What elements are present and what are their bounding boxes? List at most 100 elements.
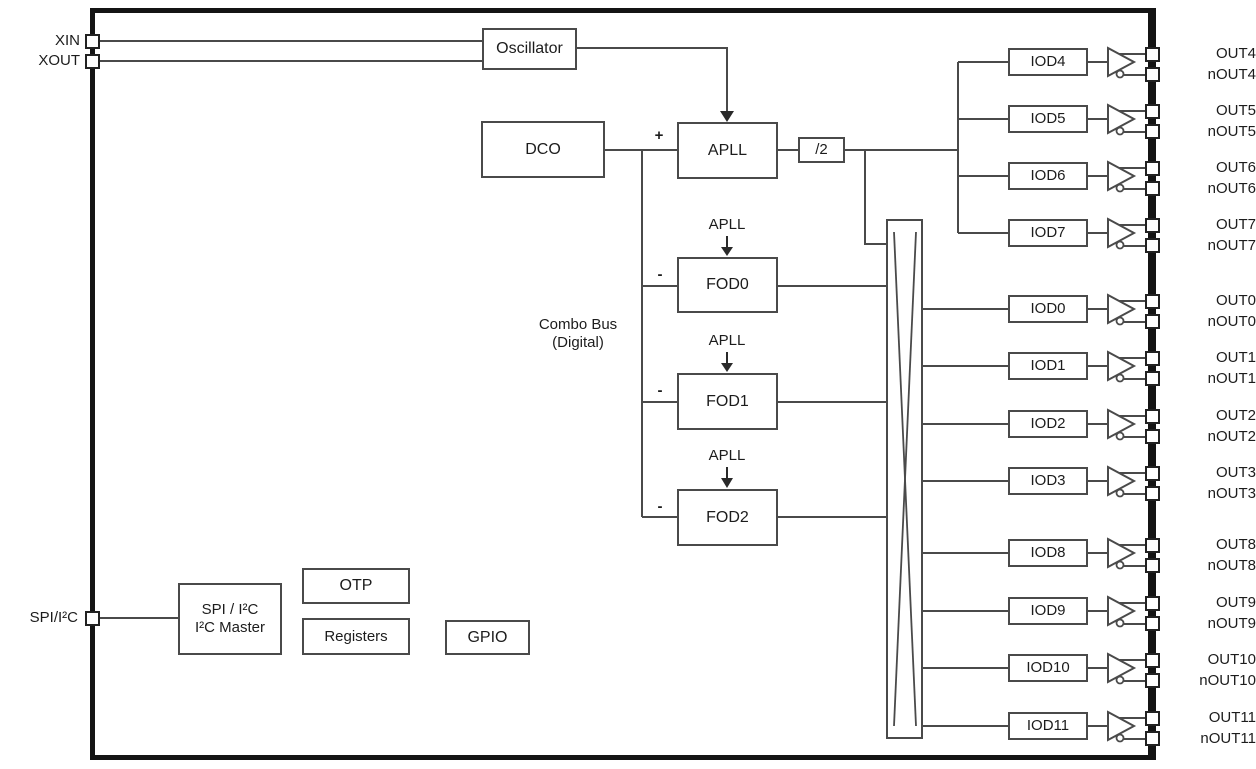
out8-label: OUT8 (1215, 536, 1256, 553)
iod7-label: IOD7 (1030, 224, 1066, 241)
iod8-block: IOD8 (1008, 539, 1088, 567)
iod11-label: IOD11 (1026, 717, 1070, 734)
spi-i2c-block: SPI / I²C I²C Master (178, 583, 282, 655)
xin-pin (85, 34, 100, 49)
out-pin (1145, 104, 1160, 119)
iod1-block: IOD1 (1008, 352, 1088, 380)
output-channel-10-wiring (922, 652, 1160, 688)
out-pin (1145, 711, 1160, 726)
nout-pin (1145, 616, 1160, 631)
out-pin (1145, 218, 1160, 233)
iod9-label: IOD9 (1030, 602, 1066, 619)
nout0-label: nOUT0 (1207, 313, 1256, 330)
output-channel-5-wiring (922, 350, 1160, 386)
output-channel-8-wiring (922, 537, 1160, 573)
out-pin (1145, 161, 1160, 176)
inverter-bubble-icon (1115, 733, 1125, 743)
nout5-label: nOUT5 (1207, 123, 1256, 140)
out9-label: OUT9 (1215, 594, 1256, 611)
inverter-bubble-icon (1115, 69, 1125, 79)
nout11-label: nOUT11 (1200, 730, 1256, 747)
nout-pin (1145, 371, 1160, 386)
output-channel-9-wiring (922, 595, 1160, 631)
nout7-label: nOUT7 (1207, 237, 1256, 254)
output-buffer-icon (1107, 160, 1137, 192)
inverter-bubble-icon (1115, 431, 1125, 441)
output-buffer-icon (1107, 350, 1137, 382)
xout-pin (85, 54, 100, 69)
iod0-label: IOD0 (1030, 300, 1066, 317)
registers-block: Registers (302, 618, 410, 655)
inverter-bubble-icon (1115, 240, 1125, 250)
wire-osc-to-apll (577, 47, 728, 112)
out-pin (1145, 351, 1160, 366)
iod3-label: IOD3 (1030, 472, 1066, 489)
fod1-block: FOD1 (677, 373, 778, 430)
output-channel-4-wiring (922, 293, 1160, 329)
fod1-label: FOD1 (706, 392, 749, 410)
iod7-block: IOD7 (1008, 219, 1088, 247)
arrowhead-fod0 (721, 247, 733, 256)
div2-block: /2 (798, 137, 845, 163)
iod1-label: IOD1 (1030, 357, 1066, 374)
nout8-label: nOUT8 (1207, 557, 1256, 574)
inverter-bubble-icon (1115, 675, 1125, 685)
inverter-bubble-icon (1115, 560, 1125, 570)
gpio-block: GPIO (445, 620, 530, 655)
xout-pin-label: XOUT (38, 52, 80, 69)
out-pin (1145, 653, 1160, 668)
nout1-label: nOUT1 (1207, 370, 1256, 387)
out-pin (1145, 294, 1160, 309)
output-buffer-icon (1107, 408, 1137, 440)
minus-sign-label-fod2: - (657, 498, 663, 515)
apll-label: APLL (707, 141, 748, 159)
gpio-label: GPIO (467, 628, 508, 646)
registers-label: Registers (324, 627, 388, 645)
inverter-bubble-icon (1115, 183, 1125, 193)
div2-label: /2 (815, 141, 828, 158)
crossbar-switch (886, 219, 923, 739)
nout-pin (1145, 67, 1160, 82)
nout-pin (1145, 429, 1160, 444)
apll-feed-label-fod1: APLL (708, 332, 746, 349)
otp-block: OTP (302, 568, 410, 604)
plus-sign-label: + (654, 127, 664, 144)
combo-bus-label: Combo Bus (Digital) (508, 316, 648, 356)
dco-label: DCO (525, 140, 561, 158)
inverter-bubble-icon (1115, 618, 1125, 628)
apll-feed-label-fod2: APLL (708, 447, 746, 464)
iod11-block: IOD11 (1008, 712, 1088, 740)
nout-pin (1145, 731, 1160, 746)
out-pin (1145, 466, 1160, 481)
out2-label: OUT2 (1215, 407, 1256, 424)
output-buffer-icon (1107, 710, 1137, 742)
nout3-label: nOUT3 (1207, 485, 1256, 502)
iod3-block: IOD3 (1008, 467, 1088, 495)
output-channel-0-wiring (958, 46, 1160, 82)
iod8-label: IOD8 (1030, 544, 1066, 561)
iod10-label: IOD10 (1026, 659, 1070, 676)
output-channels-wiring (922, 46, 1160, 746)
spi-block-line2: I²C Master (194, 619, 265, 636)
iod10-block: IOD10 (1008, 654, 1088, 682)
nout2-label: nOUT2 (1207, 428, 1256, 445)
output-buffer-icon (1107, 103, 1137, 135)
iod2-label: IOD2 (1030, 415, 1066, 432)
nout-pin (1145, 673, 1160, 688)
iod5-label: IOD5 (1030, 110, 1066, 127)
iod4-block: IOD4 (1008, 48, 1088, 76)
out11-label: OUT11 (1208, 709, 1256, 726)
nout-pin (1145, 124, 1160, 139)
output-channel-2-wiring (958, 160, 1160, 196)
out-pin (1145, 409, 1160, 424)
iod5-block: IOD5 (1008, 105, 1088, 133)
out1-label: OUT1 (1215, 349, 1256, 366)
minus-sign-label-fod0: - (657, 266, 663, 283)
out5-label: OUT5 (1215, 102, 1256, 119)
output-channel-11-wiring (922, 710, 1160, 746)
out-pin (1145, 538, 1160, 553)
wire-div2-to-crossbar (864, 150, 890, 245)
spi-block-line1: SPI / I²C (201, 601, 259, 618)
